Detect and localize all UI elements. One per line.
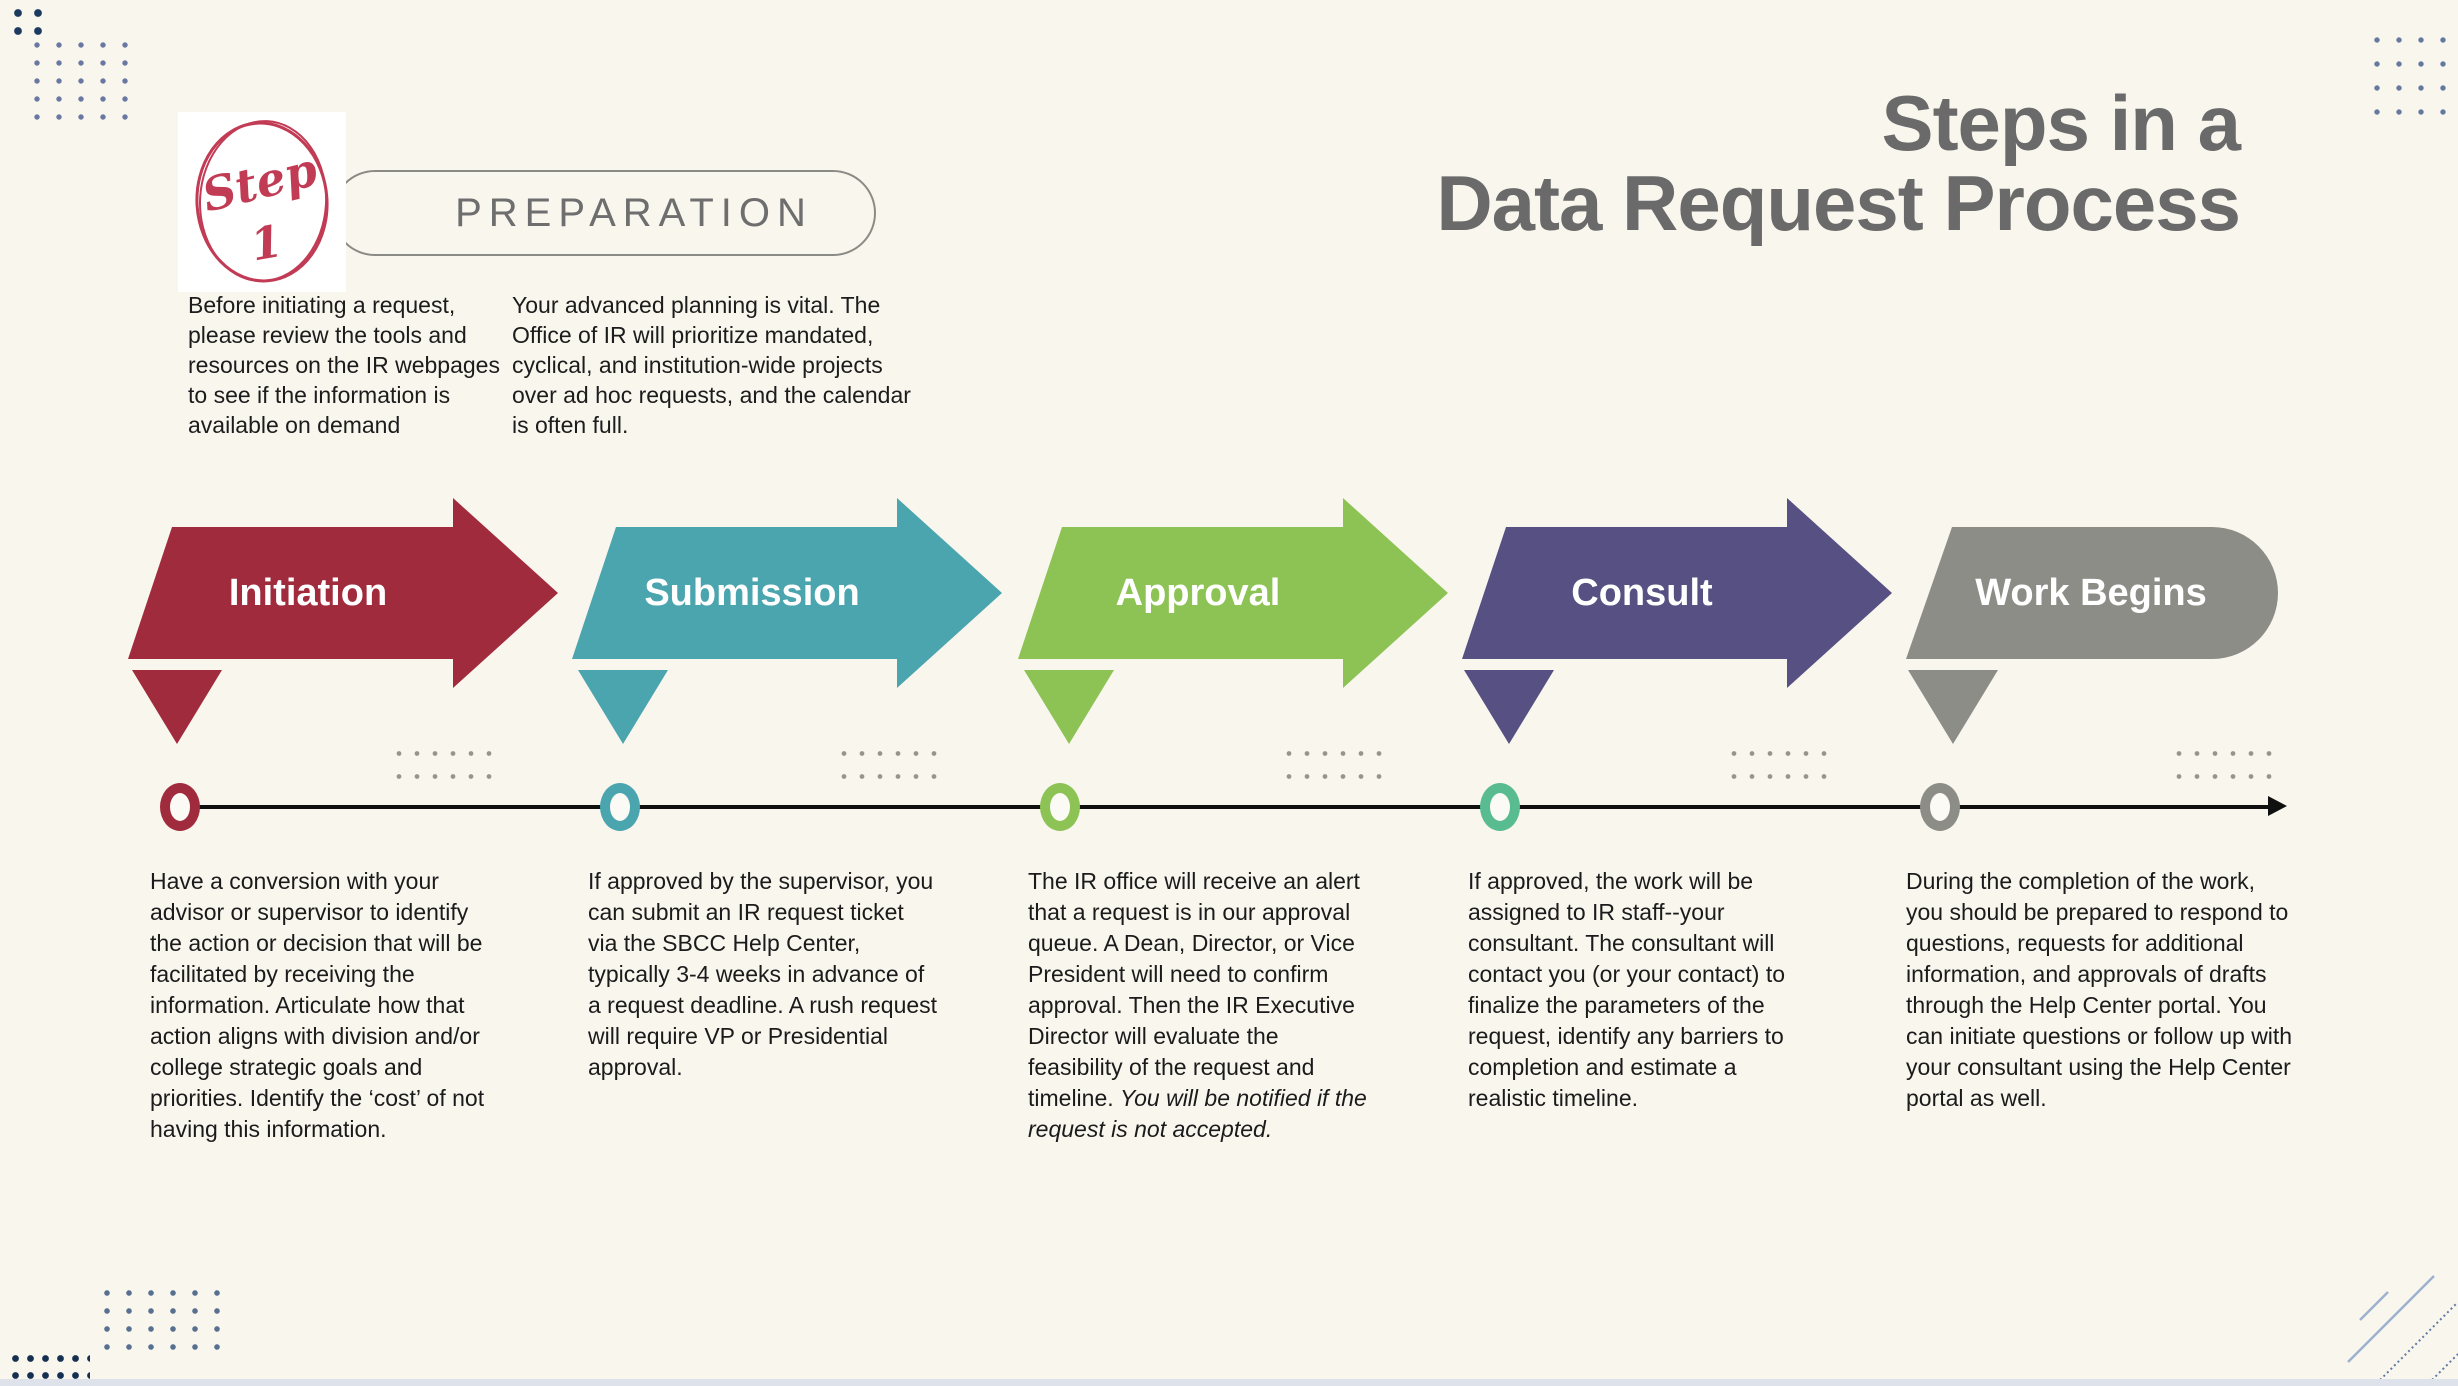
timeline-node-consult — [1480, 783, 1520, 831]
step-1-badge: Step 1 — [178, 112, 346, 292]
step-description-work-begins: During the completion of the work, you s… — [1906, 868, 2293, 1111]
step-label-consult: Consult — [1571, 572, 1713, 614]
down-pointer-icon — [132, 670, 222, 744]
dots-grid-decoration — [390, 742, 492, 788]
dots-grid-decoration — [1280, 742, 1382, 788]
step-shape-work-begins — [1906, 527, 2278, 659]
step-word: Step — [197, 142, 323, 222]
dots-grid-decoration — [2170, 742, 2272, 788]
page-title-line1: Steps in a — [1881, 79, 2241, 167]
dots-grid-decoration — [1725, 742, 1827, 788]
dots-grid-decoration — [96, 1284, 220, 1352]
step-arrow-initiation — [128, 498, 558, 688]
dots-grid-decoration — [2366, 28, 2458, 132]
step-label-work-begins: Work Begins — [1975, 572, 2207, 614]
sketch-circle-icon: Step 1 — [195, 120, 329, 283]
step-label-approval: Approval — [1115, 572, 1281, 614]
down-pointer-icon — [578, 670, 668, 744]
step-description-approval-text: The IR office will receive an alert that… — [1028, 868, 1360, 1111]
step-label-submission: Submission — [644, 572, 860, 614]
timeline-node-approval — [1040, 783, 1080, 831]
bottom-edge-strip — [0, 1379, 2458, 1386]
page-title-line2: Data Request Process — [1436, 158, 2241, 247]
dots-grid-decoration — [26, 36, 128, 120]
step-description-approval-note: You will be notified if the request is n… — [1028, 1085, 1367, 1142]
step-number: 1 — [247, 216, 286, 272]
diagonal-lines-decoration — [2347, 1275, 2458, 1380]
down-pointer-icon — [1908, 670, 1998, 744]
page-title: Steps in a Data Request Process — [1436, 79, 2241, 247]
step-description-initiation: Have a conversion with your advisor or s… — [150, 868, 485, 1142]
timeline-node-submission — [600, 783, 640, 831]
down-pointer-icon — [1464, 670, 1554, 744]
step-arrow-submission — [572, 498, 1002, 688]
step-arrow-approval — [1018, 498, 1448, 688]
step-arrow-consult — [1462, 498, 1892, 688]
down-pointer-icon — [1024, 670, 1114, 744]
step-description-consult: If approved, the work will be assigned t… — [1468, 868, 1786, 1111]
step-description-approval: The IR office will receive an alert that… — [1028, 866, 1378, 1145]
dots-grid-decoration — [8, 4, 50, 42]
timeline-node-initiation — [160, 783, 200, 831]
timeline-line — [180, 805, 2272, 809]
preparation-label: PREPARATION — [455, 190, 813, 235]
preparation-pill: PREPARATION — [332, 170, 876, 256]
timeline-arrowhead-icon — [2268, 796, 2287, 816]
step-description-submission: If approved by the supervisor, you can s… — [588, 868, 938, 1080]
intro-paragraph-left: Before initiating a request, please revi… — [188, 292, 500, 438]
timeline-node-work-begins — [1920, 783, 1960, 831]
step-label-initiation: Initiation — [228, 572, 388, 614]
intro-paragraph-right: Your advanced planning is vital. The Off… — [512, 292, 911, 438]
dots-grid-decoration — [835, 742, 937, 788]
